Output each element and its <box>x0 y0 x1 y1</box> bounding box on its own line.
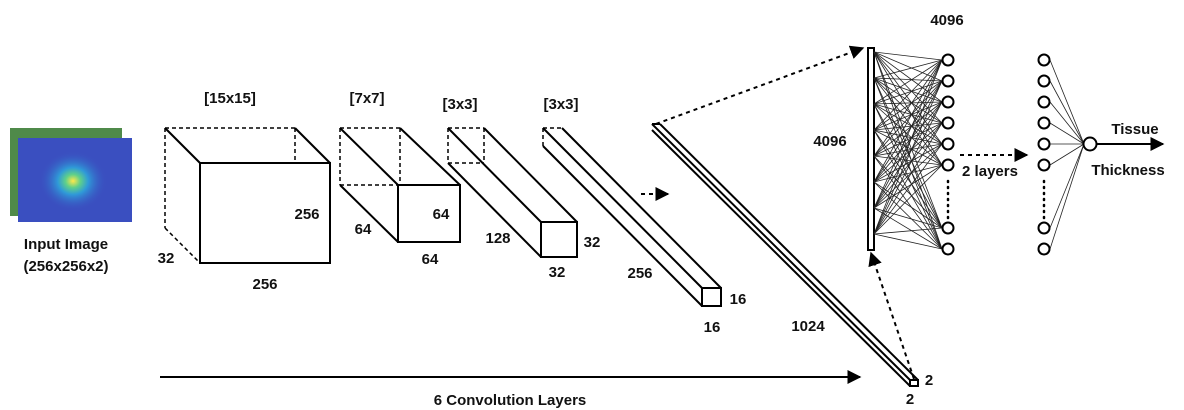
output-node <box>1084 138 1097 151</box>
input-image <box>10 128 132 222</box>
circle-node-icon <box>943 160 954 171</box>
fc-connections-2 <box>1050 60 1084 249</box>
projection-arrow-top <box>656 48 863 124</box>
output-edge <box>1050 81 1084 144</box>
conv-block-4-height-label: 16 <box>730 291 747 308</box>
fc-edge <box>874 60 942 130</box>
circle-node-icon <box>1039 160 1050 171</box>
input-image-caption-line1: Input Image <box>24 236 108 253</box>
conv-block-4-width-label: 16 <box>704 319 721 336</box>
conv-block-1-kernel: [15x15] <box>204 90 256 107</box>
output-edge <box>1050 144 1084 249</box>
conv-block-3 <box>448 128 577 257</box>
fc-connections-1 <box>874 52 942 249</box>
circle-node-icon <box>943 244 954 255</box>
conv-block-4-kernel: [3x3] <box>543 96 578 113</box>
conv-block-4-depth-label: 256 <box>627 265 652 282</box>
conv-block-2-kernel: [7x7] <box>349 90 384 107</box>
flat-vector-dim-b: 2 <box>906 391 914 408</box>
conv-block-1-height-label: 256 <box>294 206 319 223</box>
conv-block-2-depth-label: 64 <box>355 221 372 238</box>
output-edge <box>1050 60 1084 144</box>
fc-hidden-label: 2 layers <box>962 163 1018 180</box>
output-edge <box>1050 144 1084 165</box>
circle-node-icon <box>943 139 954 150</box>
circle-node-icon <box>1039 76 1050 87</box>
conv-block-2-width-label: 64 <box>422 251 439 268</box>
input-image-caption-line2: (256x256x2) <box>23 258 108 275</box>
conv-block-3-width-label: 32 <box>549 264 566 281</box>
circle-node-icon <box>943 76 954 87</box>
fc-neurons-label: 4096 <box>930 12 963 29</box>
circle-node-icon <box>1039 244 1050 255</box>
circle-node-icon <box>1039 55 1050 66</box>
fc-layer-width-label: 4096 <box>813 133 846 150</box>
fc-edge <box>874 234 942 249</box>
projection-arrow-bottom <box>871 253 914 379</box>
conv-block-3-depth-label: 128 <box>485 230 510 247</box>
neuron-column-2 <box>1039 55 1050 255</box>
circle-node-icon <box>943 118 954 129</box>
conv-block-1-depth-label: 32 <box>158 250 175 267</box>
output-edge <box>1050 123 1084 144</box>
circle-node-icon <box>943 223 954 234</box>
output-label-line2: Thickness <box>1091 162 1164 179</box>
convolution-layers-label: 6 Convolution Layers <box>434 392 587 409</box>
circle-node-icon <box>943 55 954 66</box>
conv-block-2-height-label: 64 <box>433 206 450 223</box>
circle-node-icon <box>1039 97 1050 108</box>
fc-layer-bar <box>868 48 874 250</box>
flat-vector <box>652 124 918 386</box>
circle-node-icon <box>1039 223 1050 234</box>
conv-block-1-width-label: 256 <box>252 276 277 293</box>
circle-node-icon <box>943 97 954 108</box>
input-image-intensity-blob <box>39 151 107 211</box>
output-edge <box>1050 144 1084 228</box>
flat-vector-length-label: 1024 <box>791 318 825 335</box>
flat-vector-dim-a: 2 <box>925 372 933 389</box>
fc-edge <box>874 60 942 234</box>
conv-block-3-height-label: 32 <box>584 234 601 251</box>
output-label-line1: Tissue <box>1111 121 1158 138</box>
circle-node-icon <box>1039 118 1050 129</box>
conv-block-1 <box>165 128 330 263</box>
output-edge <box>1050 102 1084 144</box>
circle-node-icon <box>1039 139 1050 150</box>
fc-edge <box>874 123 942 208</box>
conv-block-3-kernel: [3x3] <box>442 96 477 113</box>
neuron-column-1 <box>943 55 954 255</box>
